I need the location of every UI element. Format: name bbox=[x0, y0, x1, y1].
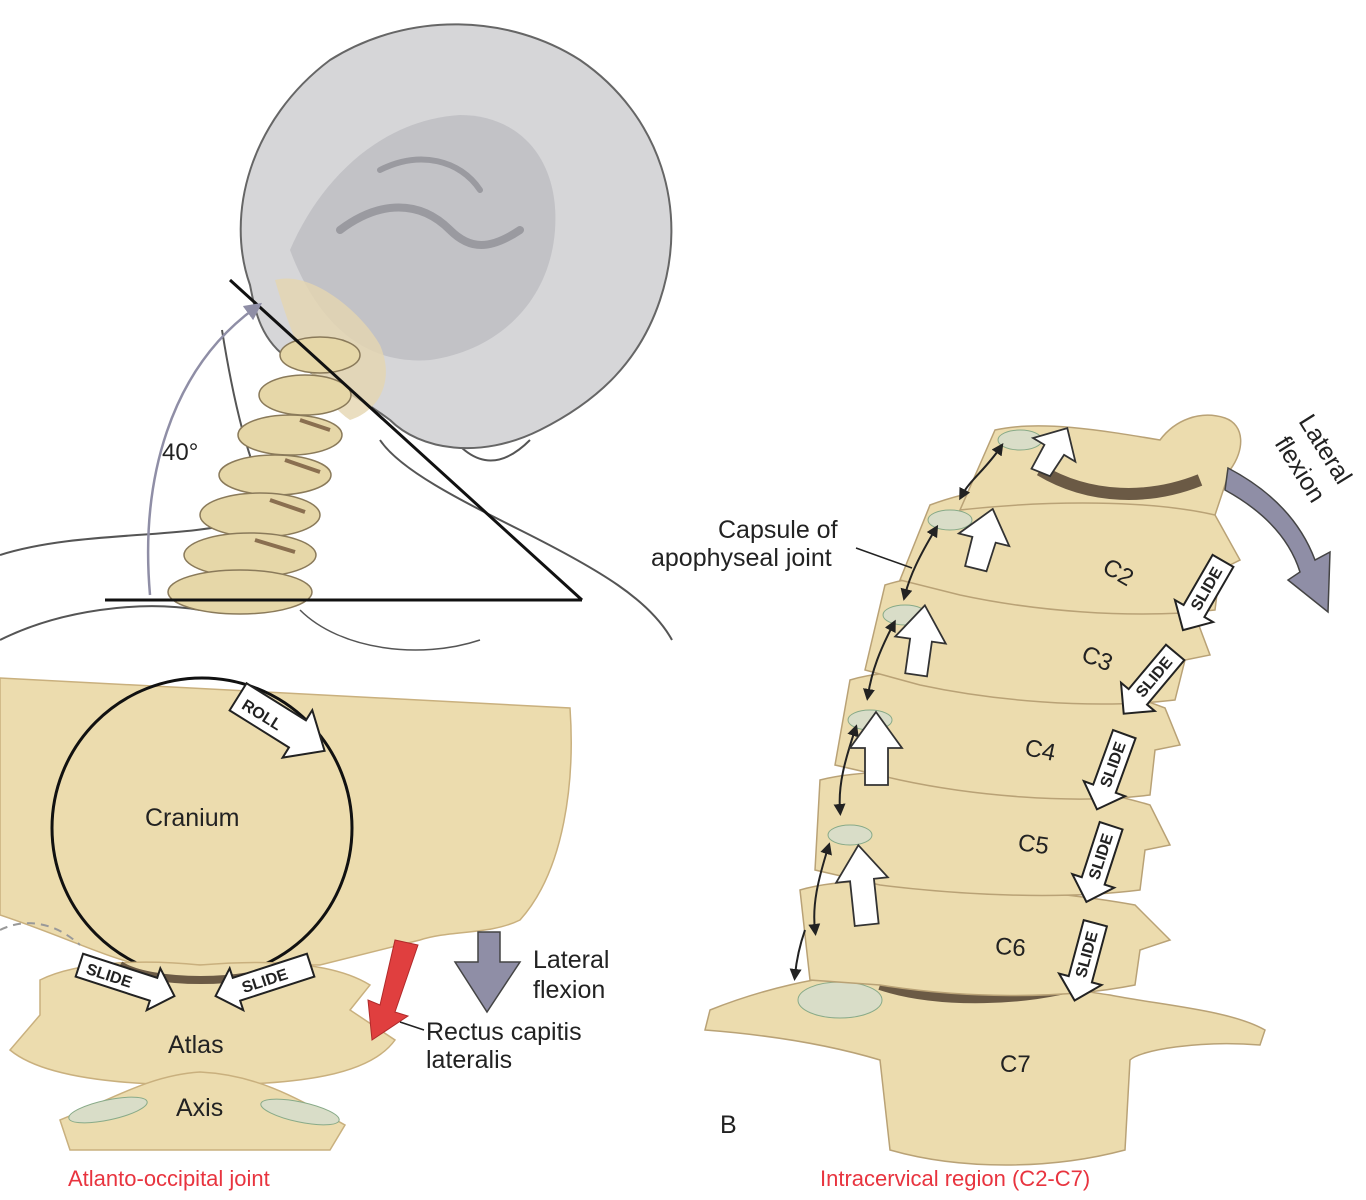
capsule-leader-line bbox=[855, 547, 913, 569]
muscle-label-line2: lateralis bbox=[426, 1046, 512, 1074]
axis-left-facet bbox=[68, 1096, 148, 1124]
rectus-capitis-muscle-arrow bbox=[367, 939, 419, 1041]
c7-facet bbox=[797, 981, 883, 1019]
dens-and-upper-c2 bbox=[958, 414, 1242, 516]
up-arrow-c4 bbox=[893, 603, 948, 678]
atlas-bone bbox=[8, 961, 397, 1086]
muscle-leader-line bbox=[399, 1021, 425, 1031]
cranium-base-bone bbox=[0, 677, 572, 966]
angle-label: 40° bbox=[162, 439, 198, 466]
collar-outline bbox=[299, 609, 481, 651]
vertebra-label-c6: C6 bbox=[994, 933, 1027, 963]
up-arrow-c3 bbox=[956, 507, 1011, 573]
lateral-flexion-label-a-line2: flexion bbox=[533, 976, 605, 1004]
shoulder-outline-lower bbox=[0, 605, 201, 641]
axis-label: Axis bbox=[176, 1094, 223, 1122]
panel-a-caption: Atlanto-occipital joint bbox=[68, 1166, 270, 1191]
skull-inner-shade bbox=[290, 115, 556, 361]
panel-b-intracervical: SLIDE SLIDE SLIDE SLIDE SLIDE bbox=[651, 410, 1357, 1191]
angle-arc bbox=[146, 302, 263, 596]
lateral-flexion-label-a-line1: Lateral bbox=[533, 946, 609, 974]
dashed-outline bbox=[0, 922, 81, 946]
cranium-label: Cranium bbox=[145, 804, 239, 832]
lateral-flexion-arrow-b bbox=[1224, 466, 1331, 614]
vertebra-label-c4: C4 bbox=[1022, 734, 1058, 767]
up-arrow-c6 bbox=[834, 843, 890, 927]
right-shoulder-outline bbox=[379, 439, 673, 641]
panel-b-letter: B bbox=[720, 1111, 737, 1139]
vertebra-label-c5: C5 bbox=[1016, 829, 1050, 860]
tilted-head-line bbox=[228, 278, 584, 602]
vertebral-column: SLIDE SLIDE SLIDE SLIDE SLIDE bbox=[704, 414, 1266, 1166]
head-tilt-illustration: 40° bbox=[0, 23, 673, 651]
atlas-label: Atlas bbox=[168, 1031, 224, 1059]
lateral-flexion-arrow-a bbox=[453, 931, 522, 1014]
up-arrow-c5 bbox=[848, 710, 904, 786]
upward-gapping-arrows bbox=[834, 427, 1077, 927]
capsule-label-line1: Capsule of bbox=[718, 516, 838, 544]
panel-a-atlanto-occipital: ROLL Cranium Atlas Axis SLIDE SLIDE Late… bbox=[0, 676, 609, 1191]
top-cervical-spine bbox=[167, 336, 361, 615]
vertebra-label-c7: C7 bbox=[1000, 1051, 1031, 1078]
capsule-label-line2: apophyseal joint bbox=[651, 544, 832, 572]
skull-fissure bbox=[336, 203, 524, 249]
up-arrow-c2 bbox=[1030, 427, 1077, 478]
panel-b-caption: Intracervical region (C2-C7) bbox=[820, 1166, 1090, 1191]
capsule-stretch-arrows bbox=[789, 443, 1004, 981]
axis-right-facet bbox=[260, 1098, 340, 1126]
muscle-label-line1: Rectus capitis bbox=[426, 1018, 582, 1046]
